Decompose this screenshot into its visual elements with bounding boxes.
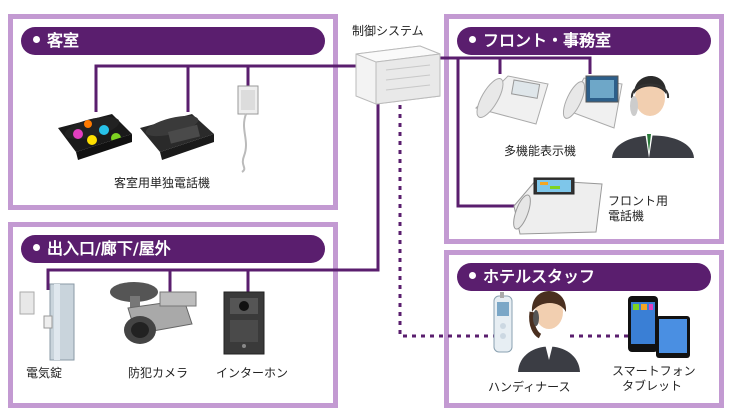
handy-nurse-device-icon	[493, 292, 513, 353]
bullet-icon	[33, 244, 40, 251]
control-system-label: 制御システム	[352, 24, 424, 38]
wireless-line	[398, 96, 500, 338]
guest-room-header: 客室	[21, 27, 325, 55]
electric-lock-icon	[19, 283, 75, 361]
tablet-icon	[656, 316, 690, 358]
colorful-phone-icon	[58, 114, 132, 160]
guest-room-panel: 客室	[8, 14, 338, 210]
entrance-line	[46, 96, 380, 290]
security-camera-label: 防犯カメラ	[127, 366, 189, 380]
entrance-title: 出入口/廊下/屋外	[47, 239, 171, 258]
guest-room-phones-label: 客室用単独電話機	[114, 176, 211, 190]
smartphone-icon	[628, 296, 658, 352]
front-office-line	[432, 56, 502, 74]
entrance-header: 出入口/廊下/屋外	[21, 235, 325, 263]
black-phone-icon	[140, 114, 214, 160]
front-office-line-2	[470, 56, 592, 74]
bullet-icon	[469, 272, 476, 279]
hotel-staff-title: ホテルスタッフ	[483, 267, 596, 286]
front-phone-label-1: フロント用	[608, 194, 669, 208]
front-phone-label-2: 電話機	[608, 209, 645, 223]
front-office-header: フロント・事務室	[457, 27, 711, 55]
intercom-label: インターホン	[215, 366, 289, 380]
smartphone-label-1: スマートフォン	[612, 364, 696, 378]
nurse-avatar-icon	[518, 291, 580, 372]
hotel-staff-header: ホテルスタッフ	[457, 263, 711, 291]
guest-room-line	[94, 64, 356, 112]
guest-room-title: 客室	[47, 31, 80, 50]
handy-nurse-label: ハンディナース	[488, 380, 571, 394]
multi-display-phone-2-icon	[562, 75, 623, 129]
control-system-unit	[355, 45, 441, 105]
front-phone-icon	[513, 177, 603, 235]
bullet-icon	[469, 36, 476, 43]
intercom-icon	[223, 291, 265, 355]
front-phone-line	[456, 58, 520, 208]
multi-display-label: 多機能表示機	[504, 144, 577, 158]
smartphone-label-2: タブレット	[622, 379, 683, 393]
security-camera-icon	[110, 282, 197, 344]
bullet-icon	[33, 36, 40, 43]
operator-avatar-icon	[612, 76, 694, 158]
wall-phone-icon	[237, 85, 259, 173]
front-office-title: フロント・事務室	[483, 31, 612, 50]
electric-lock-label: 電気錠	[25, 366, 63, 380]
multi-display-phone-1-icon	[475, 75, 549, 125]
